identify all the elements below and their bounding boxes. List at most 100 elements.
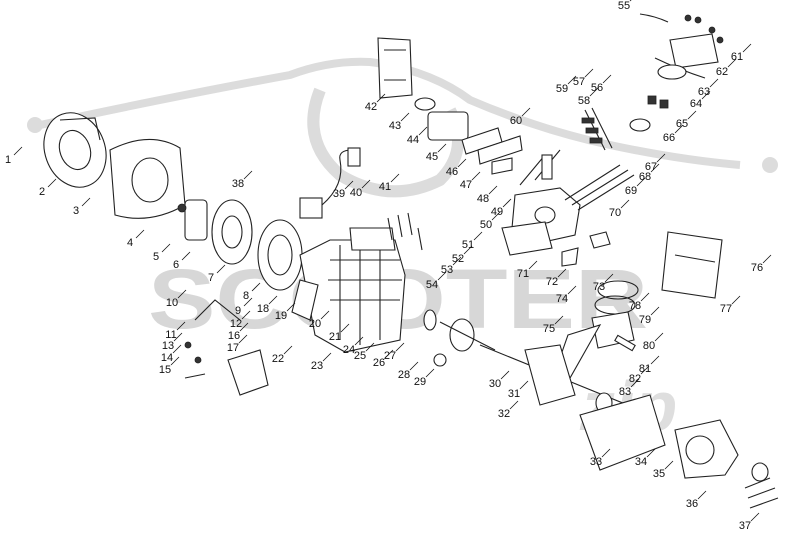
callout-label-22: 22 — [272, 353, 284, 365]
callout-label-40: 40 — [350, 187, 362, 199]
callout-label-81: 81 — [639, 363, 651, 375]
leader-line-14 — [172, 344, 182, 354]
callout-label-8: 8 — [243, 290, 249, 302]
leader-line-17 — [238, 334, 248, 344]
leader-line-15 — [170, 356, 180, 366]
callout-label-57: 57 — [573, 76, 585, 88]
leader-line-55 — [629, 0, 632, 2]
callout-label-14: 14 — [161, 352, 173, 364]
callout-label-59: 59 — [556, 83, 568, 95]
callout-label-51: 51 — [462, 239, 474, 251]
callout-label-61: 61 — [731, 51, 743, 63]
leader-line-25 — [365, 342, 375, 352]
leader-line-70 — [620, 199, 630, 209]
callout-label-47: 47 — [460, 179, 472, 191]
leader-line-64 — [701, 90, 711, 100]
leader-line-32 — [509, 400, 519, 410]
leader-line-4 — [135, 229, 145, 239]
callout-label-2: 2 — [39, 186, 45, 198]
callout-label-55: 55 — [618, 0, 630, 12]
leader-line-75 — [554, 315, 564, 325]
callout-label-79: 79 — [639, 314, 651, 326]
callout-label-65: 65 — [676, 118, 688, 130]
leader-line-62 — [727, 58, 737, 68]
part-rocker-cover — [377, 37, 413, 99]
part-ignition-coil — [299, 147, 361, 219]
callout-label-3: 3 — [73, 205, 79, 217]
callout-labels: 1234567891011121314151617181920212223242… — [5, 0, 772, 532]
callout-label-43: 43 — [389, 120, 401, 132]
leader-line-56 — [602, 74, 612, 84]
callout-label-60: 60 — [510, 115, 522, 127]
callout-label-80: 80 — [643, 340, 655, 352]
leader-line-24 — [354, 336, 364, 346]
part-cylinder-head — [501, 149, 581, 256]
callout-label-18: 18 — [257, 303, 269, 315]
callout-label-19: 19 — [275, 310, 287, 322]
callout-label-69: 69 — [625, 185, 637, 197]
callout-label-12: 12 — [230, 318, 242, 330]
leader-line-81 — [650, 355, 660, 365]
callout-label-64: 64 — [690, 98, 702, 110]
leader-line-27 — [395, 342, 405, 352]
leader-line-11 — [176, 321, 186, 331]
leader-line-35 — [664, 460, 674, 470]
leader-line-57 — [584, 68, 594, 78]
callout-label-4: 4 — [127, 237, 133, 249]
leader-line-72 — [557, 268, 567, 278]
leader-line-40 — [361, 179, 371, 189]
callout-label-21: 21 — [329, 331, 341, 343]
callout-label-70: 70 — [609, 207, 621, 219]
leader-line-43 — [400, 112, 410, 122]
callout-label-63: 63 — [698, 86, 710, 98]
callout-label-78: 78 — [629, 300, 641, 312]
callout-label-68: 68 — [639, 171, 651, 183]
leader-line-66 — [674, 124, 684, 134]
leader-line-31 — [519, 380, 529, 390]
leader-line-83 — [630, 378, 640, 388]
callout-label-45: 45 — [426, 151, 438, 163]
part-camshaft — [423, 309, 496, 367]
leader-line-58 — [589, 87, 599, 97]
part-rocker-box — [629, 13, 724, 132]
leader-line-71 — [528, 260, 538, 270]
leader-line-5 — [161, 243, 171, 253]
part-pushrods — [564, 164, 635, 211]
callout-label-48: 48 — [477, 193, 489, 205]
callout-label-13: 13 — [162, 340, 174, 352]
callout-label-75: 75 — [543, 323, 555, 335]
leader-line-21 — [340, 323, 350, 333]
callout-label-41: 41 — [379, 181, 391, 193]
leader-line-29 — [425, 368, 435, 378]
leader-line-2 — [47, 178, 57, 188]
leader-line-49 — [502, 198, 512, 208]
callout-label-66: 66 — [663, 132, 675, 144]
leader-line-60 — [521, 107, 531, 117]
leader-line-53 — [452, 256, 462, 266]
callout-label-24: 24 — [343, 344, 355, 356]
callout-label-38: 38 — [232, 178, 244, 190]
callout-label-56: 56 — [591, 82, 603, 94]
leader-line-54 — [437, 271, 447, 281]
callout-label-72: 72 — [546, 276, 558, 288]
leader-line-46 — [457, 158, 467, 168]
callout-label-29: 29 — [414, 376, 426, 388]
leader-line-3 — [81, 197, 91, 207]
leader-line-51 — [473, 231, 483, 241]
leader-line-34 — [646, 448, 656, 458]
callout-label-42: 42 — [365, 101, 377, 113]
callout-label-26: 26 — [373, 357, 385, 369]
callout-label-49: 49 — [491, 206, 503, 218]
callout-label-50: 50 — [480, 219, 492, 231]
callout-label-62: 62 — [716, 66, 728, 78]
leader-line-8 — [251, 282, 261, 292]
callout-label-71: 71 — [517, 268, 529, 280]
callout-label-54: 54 — [426, 279, 438, 291]
leader-line-6 — [181, 251, 191, 261]
leader-line-12 — [241, 310, 251, 320]
leader-line-61 — [742, 43, 752, 53]
part-valve-cover-70 — [561, 231, 611, 267]
leader-line-16 — [239, 322, 249, 332]
leader-line-47 — [471, 171, 481, 181]
